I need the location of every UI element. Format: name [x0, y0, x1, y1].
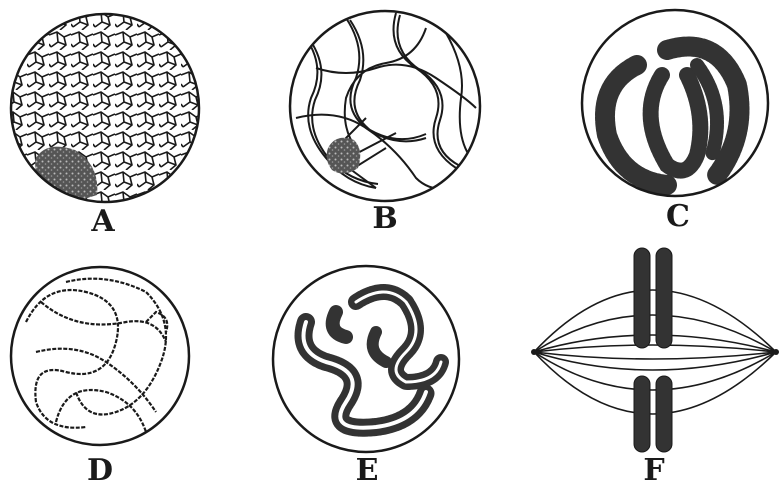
chromatid-top-right: [656, 248, 672, 348]
chromatid-top-left: [634, 248, 650, 348]
panel-label-a: A: [83, 207, 123, 237]
panel-e-cell: [266, 262, 466, 458]
panel-label-d: D: [80, 456, 120, 486]
panel-a-cell: [5, 10, 205, 210]
panel-d-cell: [6, 262, 194, 450]
chromatid-bottom-left: [634, 376, 650, 452]
panel-b-cell: [286, 8, 486, 204]
panel-label-c: C: [658, 202, 698, 232]
pole-right: [773, 349, 779, 355]
nucleolus-b: [327, 138, 361, 174]
pole-left: [531, 349, 537, 355]
panel-c-cell: [577, 5, 773, 201]
chromatid-bottom-right: [656, 376, 672, 452]
panel-label-b: B: [365, 204, 405, 234]
panel-label-e: E: [347, 456, 387, 486]
panel-f-cell: [530, 238, 780, 456]
panel-label-f: F: [634, 456, 674, 486]
